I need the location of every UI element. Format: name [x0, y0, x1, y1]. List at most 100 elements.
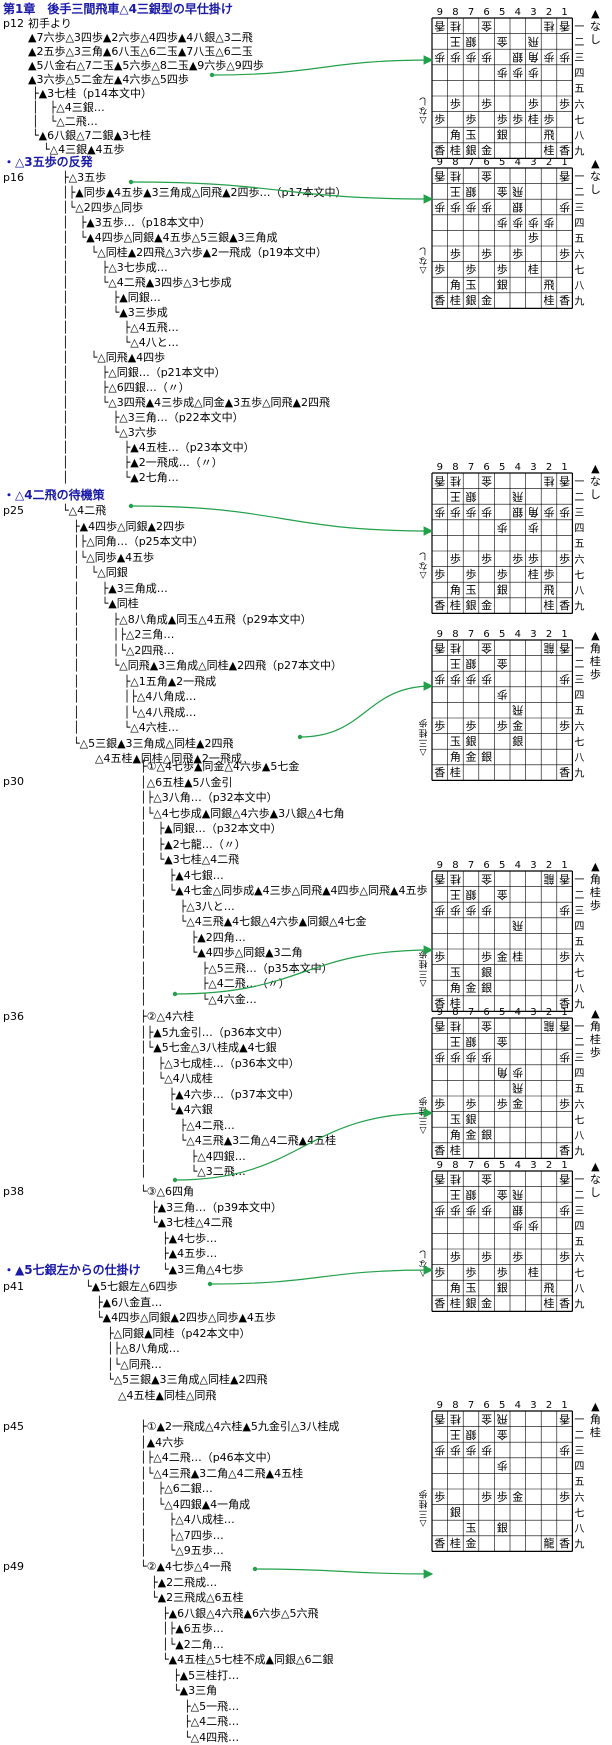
- row-number: 四: [574, 691, 584, 702]
- sente-piece: 歩: [559, 246, 570, 260]
- gote-piece: 歩: [481, 904, 492, 918]
- page-ref: p49: [3, 1560, 24, 1573]
- gote-piece: 歩: [497, 216, 508, 230]
- gote-piece: 桂: [450, 872, 461, 886]
- sente-piece: 香: [559, 997, 570, 1010]
- gote-piece: 飛: [497, 1412, 508, 1425]
- row-number: 三: [574, 1446, 584, 1457]
- gote-piece: 歩: [497, 66, 508, 80]
- column-number: 1: [561, 1160, 567, 1171]
- row-number: 六: [574, 1099, 584, 1111]
- tree-line: └▲3七桂△4二飛: [140, 1216, 233, 1229]
- sente-piece: 銀: [497, 583, 508, 597]
- tree-line: └▲4五桂△5七桂不成▲同銀△6二銀: [140, 1653, 334, 1666]
- tree-line: └▲2三飛成△6五桂: [140, 1591, 244, 1604]
- tree-line: │ ├△3八と…: [140, 899, 235, 913]
- gote-piece: 桂: [450, 169, 461, 183]
- sente-piece: 銀: [466, 1296, 477, 1310]
- sente-piece: 角: [450, 1282, 461, 1295]
- row-number: 九: [574, 296, 584, 308]
- sente-piece: 金: [481, 598, 492, 612]
- tree-line: ├▲6八金直…: [85, 1295, 163, 1309]
- sente-piece: 歩: [481, 1489, 492, 1503]
- gote-piece: 歩: [481, 1444, 492, 1458]
- sente-piece: 歩: [528, 231, 539, 245]
- row-number: 五: [574, 706, 584, 717]
- sente-piece: 銀: [466, 734, 477, 748]
- sente-piece: 玉: [466, 1282, 477, 1295]
- tree-line: └③△6四角: [140, 1185, 194, 1198]
- sente-piece: 角: [450, 751, 461, 764]
- tree-line: │ └△3二飛…: [140, 1165, 246, 1178]
- gote-piece: 歩: [450, 51, 461, 65]
- sente-piece: 歩: [466, 1096, 477, 1110]
- gote-piece: 飛: [512, 185, 523, 198]
- gote-piece: 歩: [481, 1051, 492, 1065]
- sente-piece: 銀: [512, 734, 523, 748]
- gote-piece: 歩: [497, 521, 508, 535]
- gote-piece: 金: [481, 1172, 492, 1186]
- sente-piece: 銀: [497, 128, 508, 142]
- sente-piece: 銀: [497, 278, 508, 292]
- move-line: ▲5八金右△7二玉▲5六歩△8二玉▲9六歩△9四歩: [28, 59, 264, 72]
- gote-piece: 香: [559, 641, 570, 654]
- row-number: 七: [574, 1507, 584, 1519]
- sente-piece: 玉: [466, 1522, 477, 1535]
- gote-piece: 歩: [466, 1444, 477, 1458]
- sente-piece: 歩: [559, 949, 570, 963]
- sente-piece: 香: [434, 1297, 445, 1310]
- sente-piece: 玉: [450, 966, 461, 979]
- gote-piece: 歩: [450, 201, 461, 215]
- column-number: 4: [515, 629, 521, 640]
- sente-piece: 玉: [466, 129, 477, 142]
- tree-line: │ └△4三飛▲3二角△4二飛▲4五桂: [140, 1134, 337, 1147]
- tree-line: └▲6八銀△7二銀▲3七桂: [32, 129, 151, 142]
- tree-line: │ ├△4五飛…: [62, 321, 179, 334]
- gote-piece: 香: [559, 19, 570, 32]
- tree-line: ├△4二飛…: [140, 1715, 240, 1728]
- sente-piece: 飛: [544, 1282, 555, 1295]
- tree-line: ├△3五歩: [62, 171, 107, 184]
- gote-piece: 歩: [559, 51, 570, 65]
- tree-line: │ └▲同桂: [62, 597, 139, 610]
- tree-line: ├①△4七歩▲同金△4六歩▲5七金: [140, 760, 300, 773]
- gote-piece: 香: [559, 1412, 570, 1425]
- column-number: 9: [437, 629, 443, 640]
- row-number: 三: [574, 1053, 584, 1064]
- gote-piece: 香: [434, 169, 445, 182]
- row-number: 一: [574, 172, 584, 183]
- connector-arrow: [211, 55, 434, 76]
- sente-piece: 桂: [450, 1143, 461, 1157]
- sente-hand: ▲角桂歩: [589, 629, 601, 681]
- column-number: 9: [437, 1007, 443, 1018]
- sente-piece: 歩: [497, 1265, 508, 1279]
- row-number: 二: [574, 1430, 584, 1441]
- sente-piece: 桂: [544, 598, 555, 612]
- gote-piece: 歩: [481, 673, 492, 687]
- gote-piece: 歩: [559, 904, 570, 918]
- gote-piece: 桂: [544, 474, 555, 488]
- sente-piece: 香: [559, 144, 570, 157]
- row-number: 六: [574, 952, 584, 964]
- sente-piece: 香: [434, 599, 445, 612]
- column-number: 8: [452, 1160, 458, 1171]
- gote-piece: 歩: [481, 1204, 492, 1218]
- column-number: 2: [546, 7, 552, 18]
- column-number: 6: [483, 1160, 489, 1171]
- gote-piece: 飛: [512, 490, 523, 503]
- column-number: 4: [515, 1160, 521, 1171]
- connector-arrow: [174, 945, 434, 995]
- sente-piece: 歩: [559, 1096, 570, 1110]
- row-number: 二: [574, 659, 584, 670]
- sente-piece: 銀: [497, 1281, 508, 1295]
- tree-line: │ └▲4七金△同歩成▲4三歩△同飛▲4四歩△同飛▲4五歩: [140, 884, 428, 897]
- sente-piece: 歩: [559, 1249, 570, 1263]
- column-number: 7: [468, 1400, 474, 1411]
- sente-piece: 歩: [466, 262, 477, 276]
- gote-piece: 角: [528, 51, 539, 64]
- sente-piece: 歩: [450, 96, 461, 110]
- column-number: 5: [499, 1007, 505, 1018]
